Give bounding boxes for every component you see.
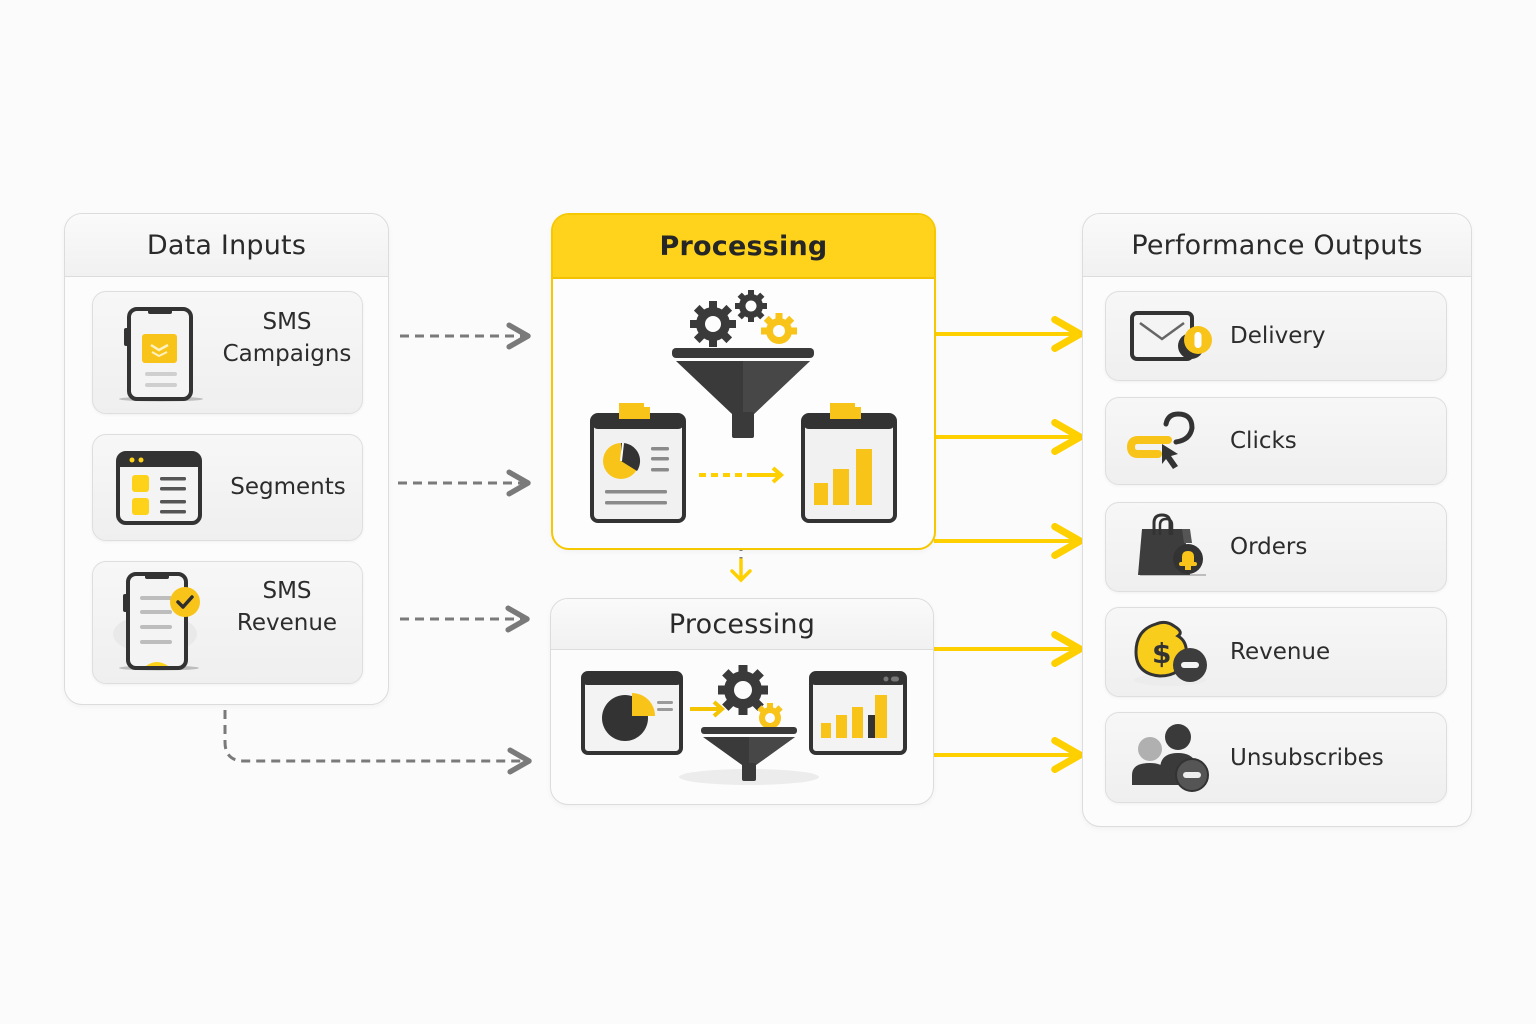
label-line1: Segments xyxy=(230,474,346,500)
input-label-sms-revenue: SMS Revenue xyxy=(213,575,361,639)
dashed-arrow-right-icon xyxy=(699,466,785,484)
users-minus-icon xyxy=(1132,724,1209,792)
processing-secondary-title: Processing xyxy=(551,599,933,650)
gears-icon xyxy=(690,290,797,347)
pie-chart-window-icon xyxy=(581,671,683,755)
output-label-clicks: Clicks xyxy=(1230,428,1297,454)
performance-outputs-panel: Performance Outputs Delivery Clicks xyxy=(1082,213,1472,827)
bar-chart-clipboard-icon xyxy=(801,403,897,523)
output-label-delivery: Delivery xyxy=(1230,323,1326,349)
output-card-revenue[interactable]: $ Revenue xyxy=(1105,607,1447,697)
data-inputs-panel: Data Inputs SMS Campaigns xyxy=(64,213,389,705)
data-inputs-title: Data Inputs xyxy=(65,214,388,277)
pie-report-clipboard-icon xyxy=(590,403,686,523)
connector-processing-down-arrow xyxy=(730,558,752,583)
label-line2: Campaigns xyxy=(222,341,352,367)
funnel-icon xyxy=(679,727,819,785)
input-card-segments[interactable]: Segments xyxy=(92,434,363,541)
input-card-sms-campaigns[interactable]: SMS Campaigns xyxy=(92,291,363,414)
phone-message-icon xyxy=(119,307,203,402)
label-line1: SMS xyxy=(262,309,312,335)
output-card-unsubscribes[interactable]: Unsubscribes xyxy=(1105,712,1447,803)
output-card-clicks[interactable]: Clicks xyxy=(1105,397,1447,485)
shopping-bag-icon xyxy=(1138,513,1206,576)
funnel-icon xyxy=(672,348,814,438)
link-cursor-icon xyxy=(1126,411,1195,469)
input-label-segments: Segments xyxy=(217,471,359,503)
output-label-unsubscribes: Unsubscribes xyxy=(1230,744,1384,771)
output-card-orders[interactable]: Orders xyxy=(1105,502,1447,592)
input-label-sms-campaigns: SMS Campaigns xyxy=(213,306,361,370)
arrow-right-icon xyxy=(690,700,726,718)
gear-icon xyxy=(718,665,783,729)
processing-secondary-panel[interactable]: Processing xyxy=(550,598,934,805)
output-label-orders: Orders xyxy=(1230,534,1308,560)
svg-text:$: $ xyxy=(1152,637,1171,670)
phone-check-icon xyxy=(113,572,200,671)
label-line1: SMS xyxy=(262,578,312,604)
input-card-sms-revenue[interactable]: SMS Revenue xyxy=(92,561,363,684)
label-line2: Revenue xyxy=(236,610,338,636)
output-card-delivery[interactable]: Delivery xyxy=(1105,291,1447,381)
processing-primary-title: Processing xyxy=(553,215,934,279)
performance-outputs-title: Performance Outputs xyxy=(1083,214,1471,277)
envelope-badge-icon xyxy=(1130,311,1212,361)
connector-inputs-secondary xyxy=(223,695,532,775)
coin-minus-icon: $ xyxy=(1134,620,1207,686)
window-list-icon xyxy=(116,451,202,525)
processing-primary-panel[interactable]: Processing xyxy=(551,213,936,550)
output-label-revenue: Revenue xyxy=(1230,639,1331,665)
output-arrows xyxy=(934,316,1084,773)
bar-chart-window-icon xyxy=(809,671,907,755)
